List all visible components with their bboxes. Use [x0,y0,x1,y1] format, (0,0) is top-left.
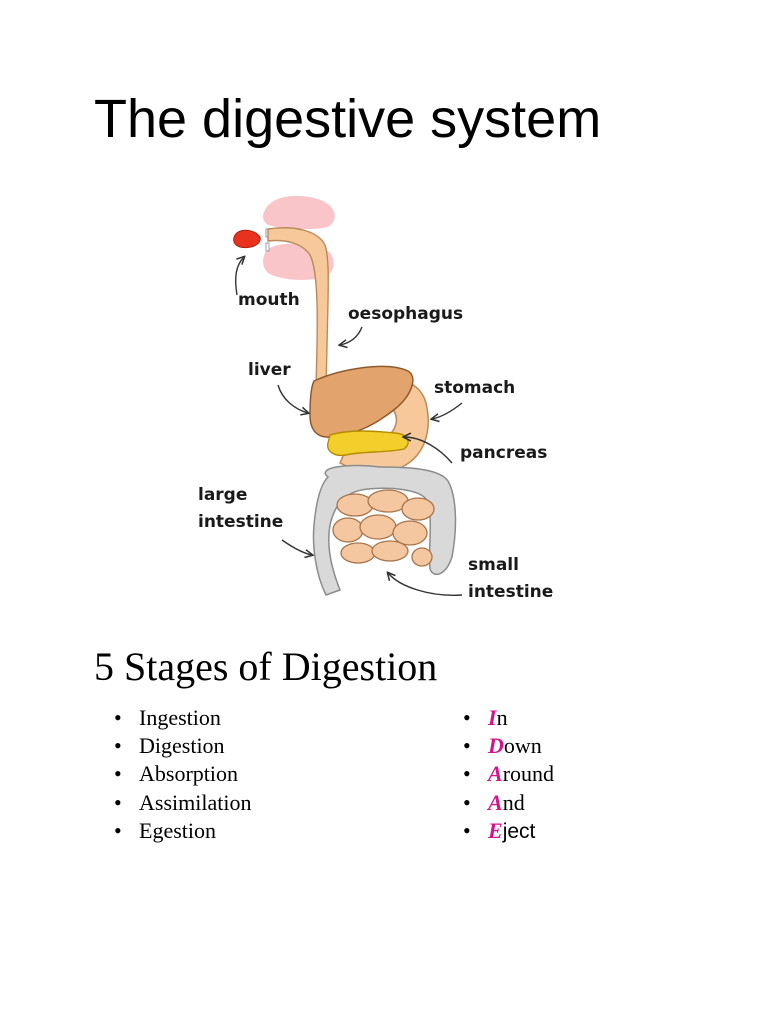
mnemonic-initial: I [488,705,497,730]
bullet-icon: • [114,789,122,815]
bullet-icon: • [114,705,122,730]
stage-label: Egestion [139,817,216,843]
stages-heading: 5 Stages of Digestion [94,644,438,689]
small-intestine-coils [332,489,435,567]
bullet-icon: • [463,705,471,730]
tongue [233,229,261,248]
mnemonic-initial: D [488,733,504,759]
pancreas-arrow [404,437,453,464]
stage-label: Absorption [139,761,238,787]
list-item: • Assimilation [114,789,251,817]
small-intestine-arrow [388,573,463,596]
mnemonic-rest: ject [502,819,536,843]
upper-palate [263,195,335,230]
list-item: • In [463,704,554,732]
large-intestine-arrow [281,539,312,555]
list-item: • Down [463,732,554,760]
bullet-icon: • [463,817,471,843]
stage-label: Ingestion [139,705,221,730]
label-oesophagus: oesophagus [348,304,463,324]
bullet-icon: • [114,761,122,787]
stages-list: • Ingestion • Digestion • Absorption • Assim… [114,704,251,845]
list-item: • Digestion [114,732,251,760]
list-item: • Egestion [114,817,251,845]
mnemonic-list: • In • Down • Around • And • Eject [463,704,554,845]
list-item: • Absorption [114,760,251,788]
oesophagus-arrow [340,326,363,345]
liver-arrow [277,384,308,413]
bullet-icon: • [463,789,471,815]
stomach-arrow [432,402,463,419]
mnemonic-rest: nd [502,789,525,815]
list-item: • Ingestion [114,704,251,732]
mnemonic-rest: round [502,761,555,787]
page-title: The digestive system [94,89,602,149]
bullet-icon: • [463,761,471,787]
label-small-intestine-1: small [468,555,519,575]
bullet-icon: • [463,733,471,759]
list-item: • And [463,789,554,817]
label-stomach: stomach [434,378,515,398]
list-item: • Around [463,760,554,788]
label-mouth: mouth [238,290,300,310]
list-item: • Eject [463,817,554,845]
bullet-icon: • [114,817,122,843]
mnemonic-rest: n [496,705,508,730]
label-small-intestine-2: intestine [468,582,553,602]
mnemonic-initial: A [488,761,503,787]
mnemonic-rest: own [503,733,542,759]
label-liver: liver [248,360,291,380]
stage-label: Assimilation [139,789,252,815]
label-pancreas: pancreas [460,443,547,463]
mnemonic-initial: E [488,817,503,843]
bullet-icon: • [114,733,122,759]
label-large-intestine-2: intestine [198,512,283,532]
pancreas-shape [327,430,409,457]
stage-label: Digestion [139,733,225,759]
teeth-lower [265,242,270,252]
digestive-system-diagram: mouth oesophagus liver stomach pancreas … [190,185,585,610]
mouth-arrow [235,257,244,296]
label-large-intestine-1: large [198,485,247,505]
mnemonic-initial: A [488,789,503,815]
